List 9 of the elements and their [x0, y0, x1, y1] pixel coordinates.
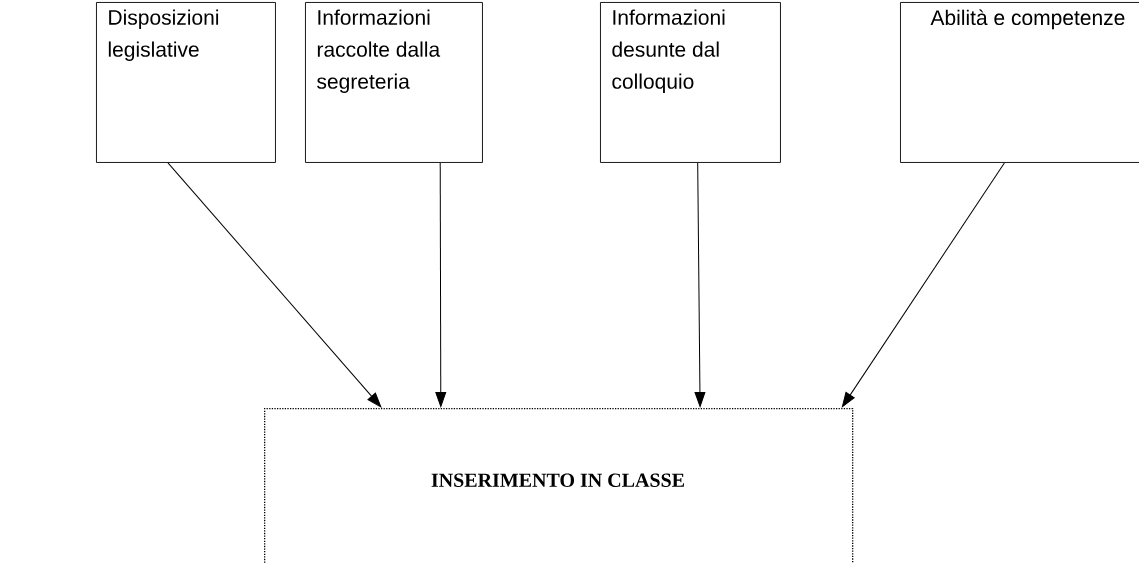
text-box: Abilità e competenze: [900, 2, 1139, 163]
arrow: [841, 162, 1005, 408]
dotted-box: INSERIMENTO IN CLASSE: [264, 408, 854, 563]
arrow: [435, 162, 447, 407]
arrow: [694, 162, 706, 407]
text-box: Informazioni desunte dal colloquio: [600, 2, 781, 163]
arrow: [167, 162, 382, 408]
text-box: Disposizioni legislative: [96, 2, 276, 163]
text-box: Informazioni raccolte dalla segreteria: [305, 2, 483, 163]
